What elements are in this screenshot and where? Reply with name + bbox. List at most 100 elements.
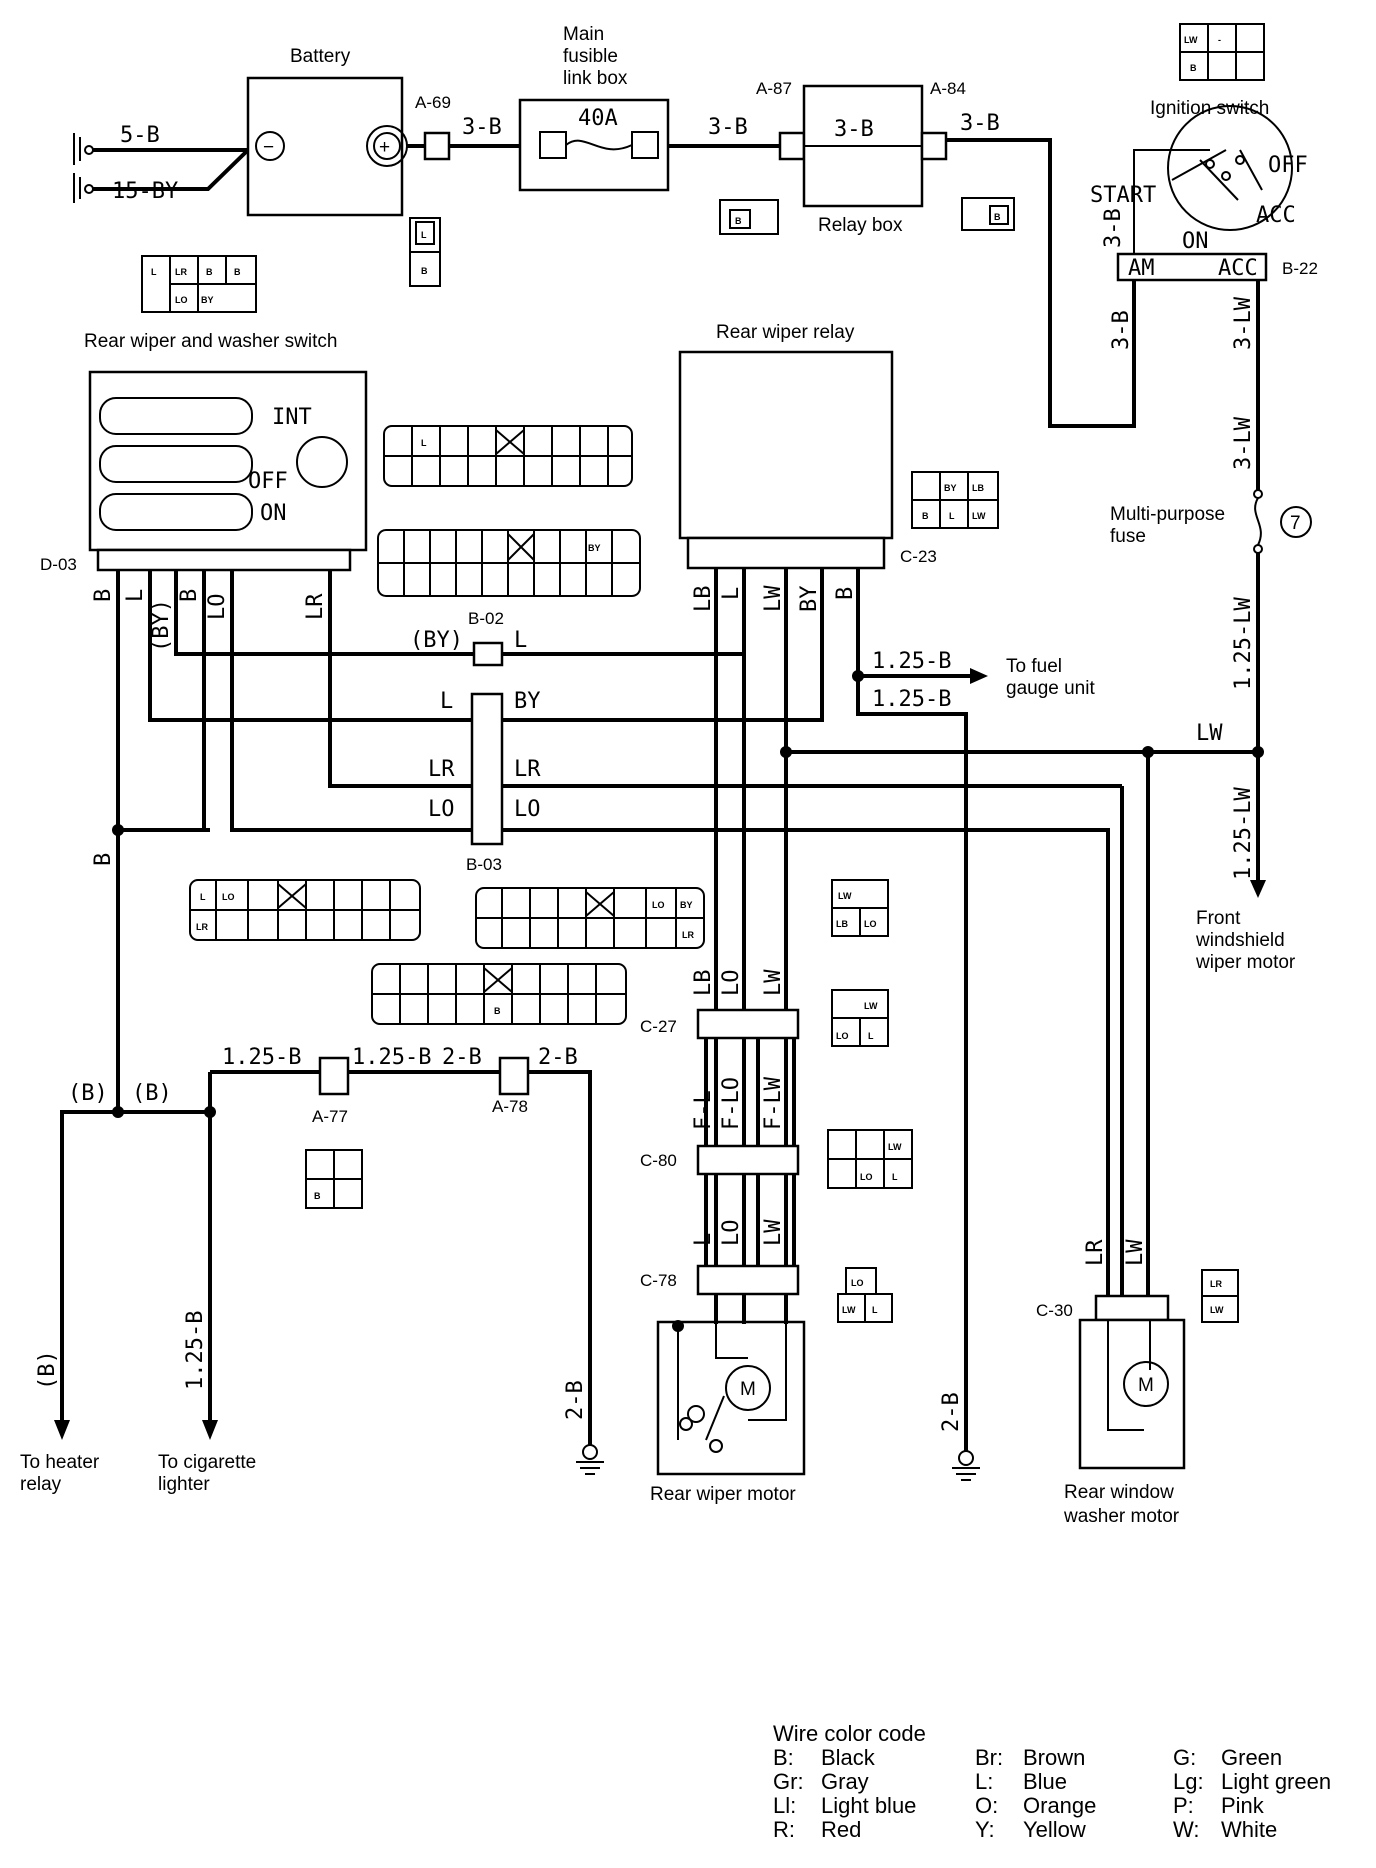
svg-text:LO: LO bbox=[836, 1031, 849, 1041]
connector-face-b03-a: L LO LR bbox=[189, 879, 421, 941]
legend-entry: Lg:Light green bbox=[1173, 1769, 1332, 1794]
rear-wiper-switch-body bbox=[88, 370, 368, 552]
ign-off: OFF bbox=[1268, 153, 1308, 178]
wire-label-lb-c27: LB bbox=[691, 970, 716, 997]
rear-wiper-motor-symbol: M bbox=[740, 1379, 756, 1400]
wire-label-lr-b03-r: LR bbox=[514, 757, 541, 782]
wire-label-lw-c30: LW bbox=[1123, 1239, 1148, 1266]
svg-text:LO: LO bbox=[851, 1278, 864, 1288]
rear-washer-motor-symbol: M bbox=[1138, 1375, 1154, 1396]
battery-minus-symbol: − bbox=[263, 137, 274, 158]
to-fuel-gauge-label-2: gauge unit bbox=[1006, 678, 1095, 699]
connector-c23-label: C-23 bbox=[900, 547, 937, 566]
svg-text:L: L bbox=[151, 267, 157, 277]
battery-box bbox=[246, 76, 404, 217]
wire-label-flw: F-LW bbox=[761, 1076, 786, 1130]
rear-wiper-switch-label: Rear wiper and washer switch bbox=[84, 331, 337, 352]
svg-text:L: L bbox=[872, 1305, 878, 1315]
svg-text:L: L bbox=[200, 892, 206, 902]
rear-washer-motor-box bbox=[1078, 1318, 1186, 1470]
wire-label-15by: 15-BY bbox=[112, 179, 178, 204]
switch-pos-on: ON bbox=[260, 501, 287, 526]
wire-label-3b-2: 3-B bbox=[708, 115, 748, 140]
wire-label-3b-1: 3-B bbox=[462, 115, 502, 140]
legend-entry: Br:Brown bbox=[975, 1745, 1086, 1770]
wire-label-byp-b02: (BY) bbox=[410, 628, 463, 653]
wire-label-l-b03: L bbox=[440, 689, 453, 714]
rear-wiper-motor-label: Rear wiper motor bbox=[650, 1484, 796, 1505]
connector-a78-label: A-78 bbox=[492, 1097, 528, 1116]
wire-label-125b-a77-l: 1.25-B bbox=[222, 1045, 301, 1070]
wire-label-125b-cig: 1.25-B bbox=[183, 1311, 208, 1390]
multi-purpose-fuse-label-1: Multi-purpose bbox=[1110, 504, 1225, 525]
rear-washer-motor-label-1: Rear window bbox=[1064, 1482, 1174, 1503]
svg-text:LO: LO bbox=[175, 295, 188, 305]
svg-text:L: L bbox=[421, 230, 427, 240]
svg-text:LW: LW bbox=[972, 511, 986, 521]
svg-text:LO: LO bbox=[860, 1172, 873, 1182]
connector-b02-label: B-02 bbox=[468, 609, 504, 628]
ign-acc-term: ACC bbox=[1218, 256, 1258, 281]
ignition-switch-terminal-strip bbox=[1116, 252, 1268, 282]
wire-label-3lw-2: 3-LW bbox=[1231, 416, 1256, 470]
wire-label-2b-right: 2-B bbox=[939, 1392, 964, 1432]
wire-label-3b-4: 3-B bbox=[1109, 310, 1134, 350]
wire-label-125b-fuel-2: 1.25-B bbox=[872, 687, 951, 712]
wire-label-lw-c23: LW bbox=[761, 585, 786, 612]
connector-a69-label: A-69 bbox=[415, 93, 451, 112]
wire-label-lo-c78: LO bbox=[719, 1220, 744, 1247]
svg-text:L: L bbox=[892, 1172, 898, 1182]
legend-entry: P:Pink bbox=[1173, 1793, 1264, 1818]
wire-label-b-c23: B bbox=[833, 587, 858, 600]
wire-label-lr-c30: LR bbox=[1083, 1239, 1108, 1266]
svg-text:L: L bbox=[868, 1031, 874, 1041]
multi-purpose-fuse-label-2: fuse bbox=[1110, 526, 1146, 547]
svg-text:B: B bbox=[234, 267, 241, 277]
svg-text:LW: LW bbox=[1210, 1305, 1224, 1315]
wire-label-lo-b03-l: LO bbox=[428, 797, 455, 822]
wire-label-lb-c23: LB bbox=[691, 586, 716, 613]
rear-washer-motor-label-2: washer motor bbox=[1063, 1506, 1180, 1527]
wire-label-bp-2: (B) bbox=[132, 1081, 172, 1106]
connector-face-c80-a: LW LO L bbox=[831, 989, 889, 1047]
to-cigarette-lighter-label-2: lighter bbox=[158, 1474, 210, 1495]
connector-face-c78: LO LW L bbox=[837, 1267, 893, 1323]
svg-text:B: B bbox=[922, 511, 929, 521]
legend-title: Wire color code bbox=[773, 1721, 926, 1746]
svg-text:L: L bbox=[421, 438, 427, 448]
connector-a69-face: L B bbox=[409, 217, 441, 287]
ground-symbol-right bbox=[952, 1450, 980, 1481]
battery-label: Battery bbox=[290, 46, 351, 67]
battery-plus-symbol: + bbox=[379, 137, 390, 158]
fuse-number: 7 bbox=[1290, 513, 1301, 534]
switch-pos-int: INT bbox=[272, 405, 312, 430]
connector-b22-label: B-22 bbox=[1282, 259, 1318, 278]
svg-text:LW: LW bbox=[838, 891, 852, 901]
relay-box-inner-label: 3-B bbox=[834, 117, 874, 142]
svg-text:LO: LO bbox=[864, 919, 877, 929]
connector-face-c80-b: LW LO L bbox=[827, 1129, 913, 1189]
legend-entry: R:Red bbox=[773, 1817, 862, 1842]
connector-face-b03-b: LO BY LR bbox=[475, 887, 705, 949]
wire-label-b2-d03: B bbox=[177, 589, 202, 602]
legend-entry: Ll:Light blue bbox=[773, 1793, 917, 1818]
connector-a87-label: A-87 bbox=[756, 79, 792, 98]
to-cigarette-lighter-label-1: To cigarette bbox=[158, 1452, 256, 1473]
connector-c78-label: C-78 bbox=[640, 1271, 677, 1290]
rear-wiper-relay-box bbox=[678, 350, 894, 540]
ign-am-term: AM bbox=[1128, 256, 1155, 281]
connector-face-c27-a: B bbox=[371, 963, 627, 1025]
connector-face-c23: BY LB B L LW bbox=[911, 471, 999, 529]
wire-label-l-d03: L bbox=[123, 589, 148, 602]
connector-a84-label: A-84 bbox=[930, 79, 966, 98]
fusible-link-label-3: link box bbox=[563, 68, 628, 89]
to-heater-relay-label-2: relay bbox=[20, 1474, 62, 1495]
wire-label-125lw-1: 1.25-LW bbox=[1231, 597, 1256, 690]
wire-label-lw-c78: LW bbox=[761, 1219, 786, 1246]
wire-label-lo-d03: LO bbox=[205, 594, 230, 621]
svg-text:BY: BY bbox=[201, 295, 214, 305]
wire-label-l-c23: L bbox=[719, 587, 744, 600]
svg-text:LR: LR bbox=[196, 922, 208, 932]
connector-face-c30: LR LW bbox=[1201, 1269, 1239, 1323]
